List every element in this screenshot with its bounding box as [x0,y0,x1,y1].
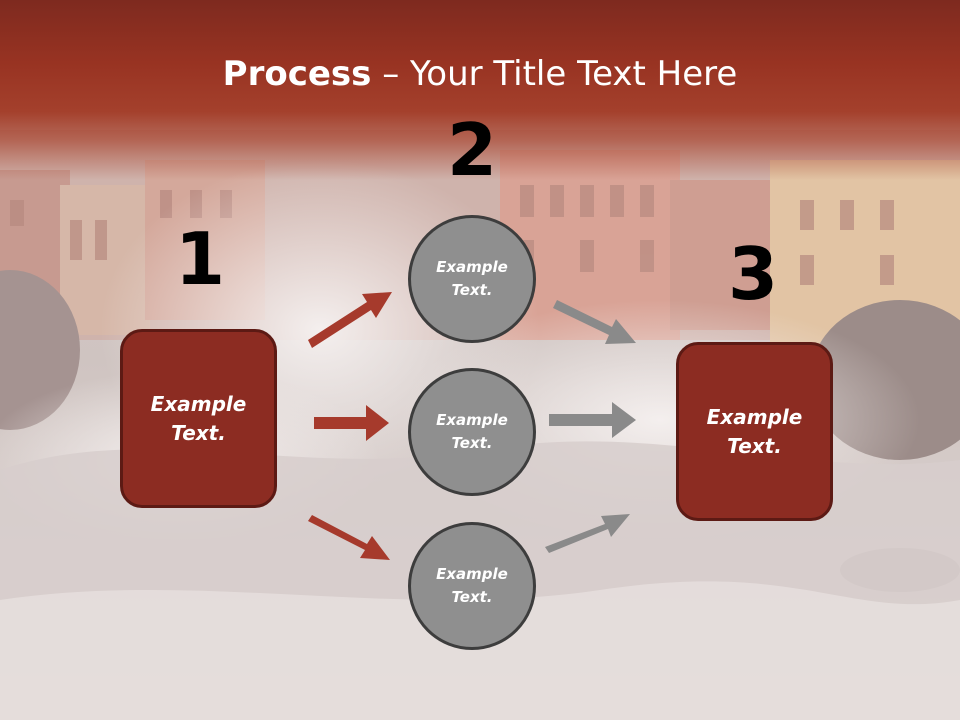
arrow-2-to-3-middle [549,402,636,438]
arrow-1-to-2-middle [314,405,389,441]
title-rest: Your Title Text Here [410,54,738,94]
arrow-2-to-3-bottom [545,514,630,553]
step-number-1: 1 [174,217,226,301]
title-band [0,0,960,180]
step-3-box[interactable]: Example Text. [676,342,833,521]
step-number-3: 3 [727,232,779,316]
slide-title: Process – Your Title Text Here [0,52,960,96]
step-2-circle-bottom-text: Example Text. [436,565,508,606]
arrow-1-to-2-bottom [308,515,390,560]
title-bold: Process [222,54,372,94]
title-separator: – [371,54,411,94]
step-2-circle-bottom[interactable]: Example Text. [408,522,536,650]
step-2-circle-top-text: Example Text. [436,258,508,299]
step-2-circle-middle-text: Example Text. [436,411,508,452]
arrow-1-to-2-top [308,292,392,348]
arrow-2-to-3-top [553,300,636,344]
step-number-2: 2 [446,108,498,192]
step-2-circle-middle[interactable]: Example Text. [408,368,536,496]
step-3-text: Example Text. [706,404,803,458]
step-2-circle-top[interactable]: Example Text. [408,215,536,343]
step-1-text: Example Text. [150,391,247,445]
step-1-box[interactable]: Example Text. [120,329,277,508]
